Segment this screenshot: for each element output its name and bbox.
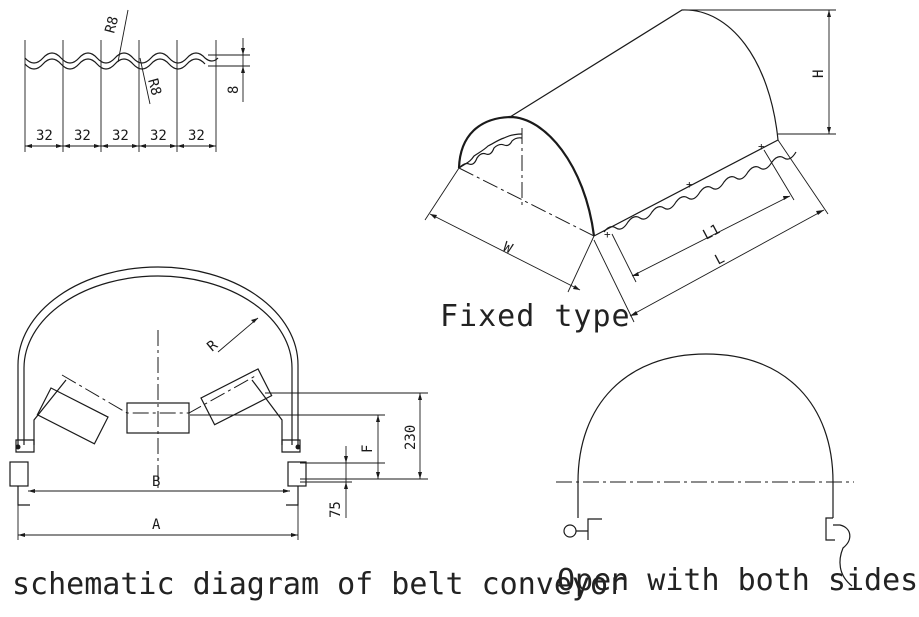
front-arch (457, 115, 596, 237)
l-label: L (712, 250, 727, 268)
svg-text:+: + (686, 178, 693, 191)
pitch-label-5: 32 (188, 128, 205, 144)
pitch-label-4: 32 (150, 128, 167, 144)
front-corrugation (458, 133, 523, 169)
l1-dimension-line (631, 195, 791, 277)
r-label: R (204, 337, 221, 355)
fixed-type-view: + + + H W L1 L (424, 9, 836, 323)
radius-leader-bottom (139, 57, 151, 105)
corrugation-detail: 32 32 32 32 32 R8 R8 8 (24, 9, 250, 152)
h-label: H (811, 70, 827, 78)
conveyor-caption: schematic diagram of belt conveyor (12, 567, 626, 602)
svg-text:+: + (758, 140, 765, 153)
inner-arch (23, 275, 293, 445)
outer-arch (17, 266, 299, 445)
open-sides-caption: Open with both sides (557, 563, 918, 598)
svg-text:+: + (604, 228, 611, 241)
a-label: A (152, 517, 161, 533)
l-dimension-line (629, 209, 825, 317)
top-outline (509, 9, 779, 141)
pitch-label-3: 32 (112, 128, 129, 144)
belt-conveyor-view: R B A F 230 75 (9, 266, 428, 540)
open-arch (577, 353, 834, 518)
l1-label: L1 (700, 221, 722, 243)
dim-230-label: 230 (403, 425, 419, 450)
radius-leader-top (117, 9, 129, 63)
w-dimension-line (429, 213, 581, 291)
radius-label-bottom: R8 (144, 77, 164, 97)
pitch-label-1: 32 (36, 128, 53, 144)
bottom-edge-line (593, 139, 779, 237)
depth-label: 8 (226, 86, 242, 94)
f-label: F (360, 445, 376, 453)
open-sides-view (556, 353, 854, 587)
r-leader (217, 317, 259, 353)
b-label: B (152, 474, 160, 490)
dim-75-label: 75 (328, 501, 344, 518)
w-label: W (500, 239, 515, 257)
side-corrugation (603, 151, 797, 233)
left-wing-idler (36, 387, 109, 445)
fixed-type-caption: Fixed type (440, 299, 631, 334)
corrugation-wave (24, 52, 219, 64)
corrugation-wave-inner (24, 58, 206, 70)
radius-label-top: R8 (102, 15, 122, 35)
right-wing-idler (200, 368, 273, 426)
pitch-label-2: 32 (74, 128, 91, 144)
